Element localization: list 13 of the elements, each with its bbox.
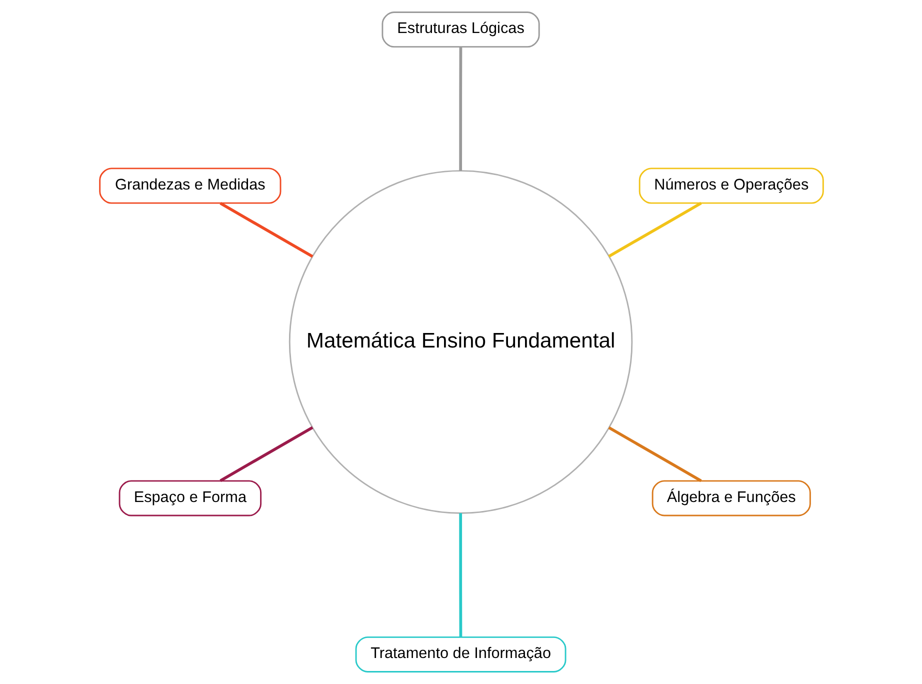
node-box: Números e Operações xyxy=(638,168,824,204)
connector xyxy=(608,426,702,482)
connector xyxy=(458,513,462,638)
node-box: Grandezas e Medidas xyxy=(98,168,281,204)
connector xyxy=(219,202,313,258)
node-box: Álgebra e Funções xyxy=(651,480,810,516)
node-box: Tratamento de Informação xyxy=(354,636,566,672)
node-circle: Matemática Ensino Fundamental xyxy=(288,170,632,514)
node-box: Estruturas Lógicas xyxy=(381,12,540,48)
node-box: Espaço e Forma xyxy=(118,480,262,516)
connector xyxy=(608,202,702,258)
connector xyxy=(219,426,313,482)
connector xyxy=(458,46,462,171)
